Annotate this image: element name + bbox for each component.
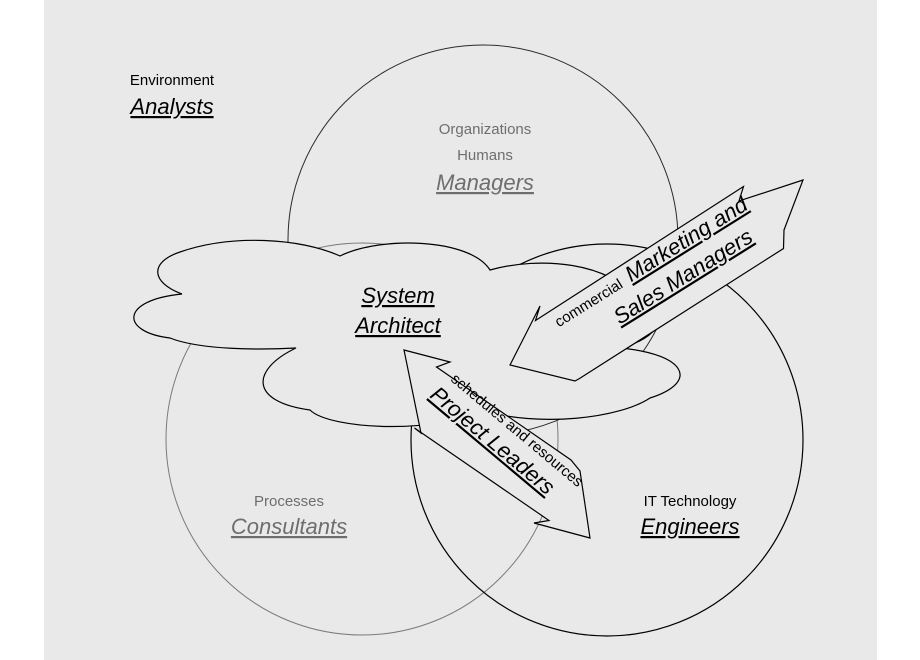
processes-circle <box>165 242 559 636</box>
consultants-role: Consultants <box>231 514 347 539</box>
system-label: System <box>361 283 434 308</box>
system-architect-cloud <box>133 239 681 428</box>
it-technology-circle <box>410 243 804 637</box>
engineers-role: Engineers <box>640 514 739 539</box>
humans-label: Humans <box>457 147 513 164</box>
project-leaders-double-arrow <box>403 349 591 539</box>
environment-label: Environment <box>130 72 215 89</box>
analysts-role: Analysts <box>128 94 213 119</box>
processes-label: Processes <box>254 493 324 510</box>
it-technology-label: IT Technology <box>644 493 737 510</box>
organizations-label: Organizations <box>439 121 532 138</box>
managers-role: Managers <box>436 170 534 195</box>
marketing-double-arrow <box>509 179 805 382</box>
architect-label: Architect <box>353 313 441 338</box>
